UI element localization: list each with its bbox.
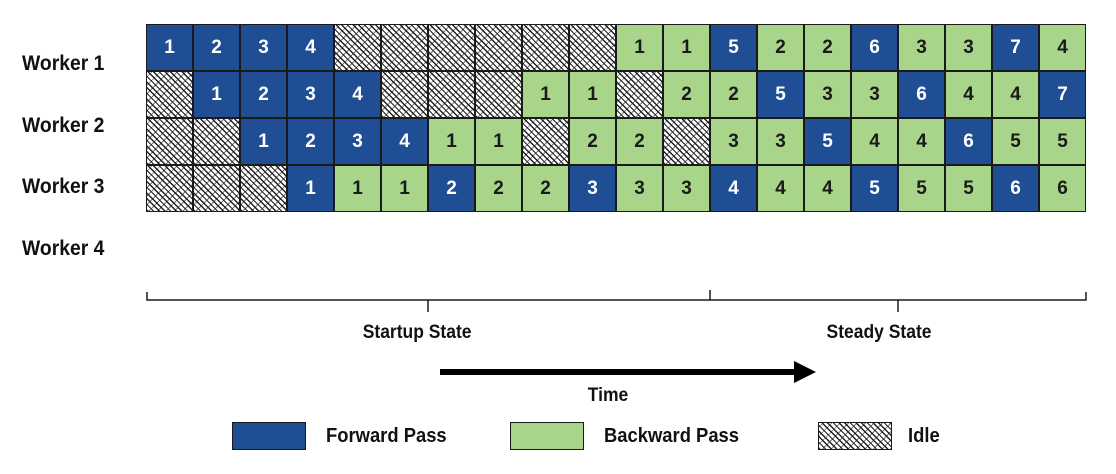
forward-pass-cell: 5	[710, 24, 757, 71]
idle-cell	[146, 118, 193, 165]
backward-pass-cell: 4	[804, 165, 851, 212]
idle-cell	[146, 165, 193, 212]
legend-backward-swatch	[510, 422, 584, 450]
backward-pass-cell: 2	[663, 71, 710, 118]
idle-cell	[193, 165, 240, 212]
forward-pass-cell: 4	[381, 118, 428, 165]
backward-pass-cell: 2	[804, 24, 851, 71]
backward-pass-cell: 4	[1039, 24, 1086, 71]
row-label-worker-2: Worker 2	[22, 114, 105, 137]
legend-forward-swatch	[232, 422, 306, 450]
idle-cell	[428, 24, 475, 71]
idle-cell	[522, 118, 569, 165]
legend-backward-label: Backward Pass	[604, 425, 740, 447]
row-label-worker-1: Worker 1	[22, 52, 105, 75]
backward-pass-cell: 1	[334, 165, 381, 212]
forward-pass-cell: 4	[710, 165, 757, 212]
idle-cell	[240, 165, 287, 212]
backward-pass-cell: 2	[710, 71, 757, 118]
legend-idle-swatch	[818, 422, 892, 450]
backward-pass-cell: 3	[616, 165, 663, 212]
row-label-worker-3: Worker 3	[22, 175, 105, 198]
backward-pass-cell: 3	[663, 165, 710, 212]
forward-pass-cell: 2	[240, 71, 287, 118]
backward-pass-cell: 1	[569, 71, 616, 118]
row-label-worker-4: Worker 4	[22, 237, 105, 260]
backward-pass-cell: 5	[898, 165, 945, 212]
backward-pass-cell: 2	[475, 165, 522, 212]
forward-pass-cell: 4	[287, 24, 334, 71]
idle-cell	[193, 118, 240, 165]
forward-pass-cell: 6	[945, 118, 992, 165]
backward-pass-cell: 3	[898, 24, 945, 71]
forward-pass-cell: 1	[287, 165, 334, 212]
backward-pass-cell: 1	[381, 165, 428, 212]
backward-pass-cell: 1	[475, 118, 522, 165]
forward-pass-cell: 3	[287, 71, 334, 118]
backward-pass-cell: 5	[1039, 118, 1086, 165]
forward-pass-cell: 5	[851, 165, 898, 212]
backward-pass-cell: 3	[710, 118, 757, 165]
backward-pass-cell: 3	[804, 71, 851, 118]
forward-pass-cell: 6	[898, 71, 945, 118]
forward-pass-cell: 7	[992, 24, 1039, 71]
forward-pass-cell: 2	[428, 165, 475, 212]
forward-pass-cell: 7	[1039, 71, 1086, 118]
idle-cell	[663, 118, 710, 165]
idle-cell	[475, 24, 522, 71]
backward-pass-cell: 3	[757, 118, 804, 165]
forward-pass-cell: 5	[804, 118, 851, 165]
forward-pass-cell: 5	[757, 71, 804, 118]
backward-pass-cell: 4	[898, 118, 945, 165]
backward-pass-cell: 3	[945, 24, 992, 71]
idle-cell	[569, 24, 616, 71]
backward-pass-cell: 2	[569, 118, 616, 165]
backward-pass-cell: 4	[945, 71, 992, 118]
backward-pass-cell: 4	[992, 71, 1039, 118]
backward-pass-cell: 3	[851, 71, 898, 118]
backward-pass-cell: 6	[1039, 165, 1086, 212]
forward-pass-cell: 1	[240, 118, 287, 165]
backward-pass-cell: 4	[757, 165, 804, 212]
forward-pass-cell: 3	[334, 118, 381, 165]
backward-pass-cell: 4	[851, 118, 898, 165]
backward-pass-cell: 5	[992, 118, 1039, 165]
backward-pass-cell: 5	[945, 165, 992, 212]
startup-state-label: Startup State	[362, 322, 472, 343]
forward-pass-cell: 6	[992, 165, 1039, 212]
legend-forward-label: Forward Pass	[326, 425, 447, 447]
backward-pass-cell: 2	[757, 24, 804, 71]
forward-pass-cell: 6	[851, 24, 898, 71]
forward-pass-cell: 3	[569, 165, 616, 212]
idle-cell	[381, 71, 428, 118]
forward-pass-cell: 4	[334, 71, 381, 118]
backward-pass-cell: 2	[616, 118, 663, 165]
forward-pass-cell: 2	[193, 24, 240, 71]
steady-state-label: Steady State	[826, 322, 932, 343]
idle-cell	[522, 24, 569, 71]
backward-pass-cell: 1	[522, 71, 569, 118]
backward-pass-cell: 1	[428, 118, 475, 165]
time-label: Time	[587, 385, 629, 406]
idle-cell	[428, 71, 475, 118]
idle-cell	[334, 24, 381, 71]
idle-cell	[616, 71, 663, 118]
idle-cell	[381, 24, 428, 71]
backward-pass-cell: 1	[616, 24, 663, 71]
forward-pass-cell: 2	[287, 118, 334, 165]
forward-pass-cell: 1	[193, 71, 240, 118]
forward-pass-cell: 1	[146, 24, 193, 71]
backward-pass-cell: 2	[522, 165, 569, 212]
idle-cell	[475, 71, 522, 118]
backward-pass-cell: 1	[663, 24, 710, 71]
legend-idle-label: Idle	[908, 425, 940, 447]
forward-pass-cell: 3	[240, 24, 287, 71]
idle-cell	[146, 71, 193, 118]
